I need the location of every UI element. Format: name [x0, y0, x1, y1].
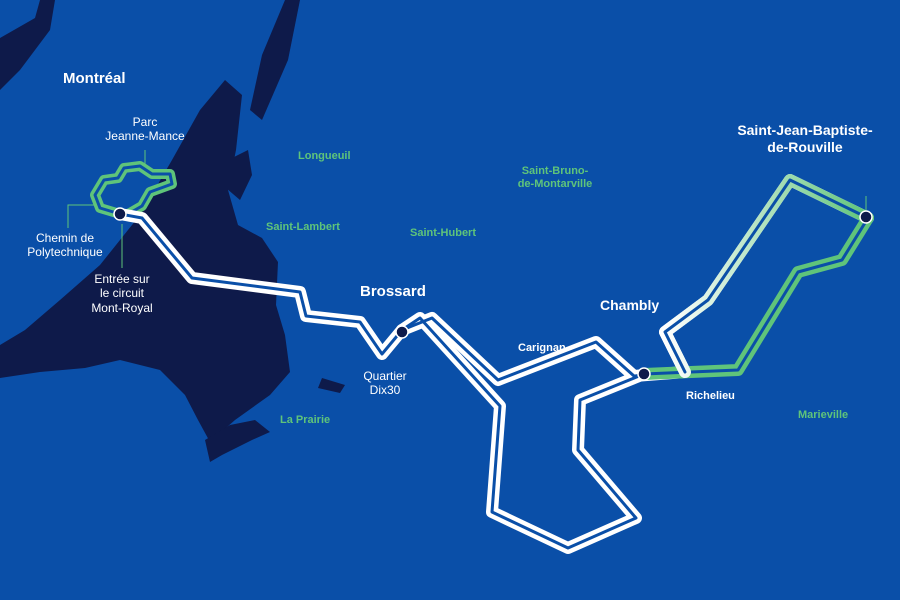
- river-island: [226, 150, 252, 200]
- mont-royal-loop: [90, 161, 177, 219]
- label-parc-jeanne-mance: Parc Jeanne-Mance: [95, 115, 195, 144]
- label-quartier: Quartier: [363, 369, 407, 383]
- label-sjb-line1: Saint-Jean-Baptiste-: [737, 122, 873, 138]
- label-entree-line1: Entrée sur: [94, 272, 150, 286]
- label-saint-lambert: Saint-Lambert: [266, 221, 340, 233]
- label-parc: Parc: [132, 115, 158, 129]
- label-entree-line2: le circuit: [99, 286, 144, 301]
- stops: [113, 207, 873, 381]
- label-la-prairie: La Prairie: [280, 414, 331, 426]
- label-jeanne-mance: Jeanne-Mance: [105, 129, 185, 144]
- river-north: [250, 0, 300, 120]
- label-montreal: Montréal: [63, 70, 126, 87]
- stop-polytechnique: [113, 207, 127, 221]
- label-chemin-line1: Chemin de: [35, 231, 95, 245]
- label-marieville: Marieville: [798, 409, 849, 421]
- label-chambly: Chambly: [600, 297, 660, 313]
- label-carignan: Carignan: [518, 342, 566, 354]
- label-chemin-polytechnique: Chemin de Polytechnique: [5, 231, 125, 260]
- label-sjb-line2: de-Rouville: [767, 138, 843, 155]
- river-upper-left: [0, 0, 55, 90]
- label-saint-hubert: Saint-Hubert: [410, 227, 476, 239]
- label-saint-bruno: Saint-Bruno- de-Montarville: [500, 165, 610, 191]
- label-longueuil: Longueuil: [298, 150, 351, 162]
- shoreline-bit: [318, 378, 345, 393]
- label-dix30: Dix30: [369, 383, 401, 398]
- label-entree-mont-royal: Entrée sur le circuit Mont-Royal: [72, 272, 172, 315]
- green-route: [638, 174, 874, 380]
- label-saint-jean-baptiste: Saint-Jean-Baptiste- de-Rouville: [710, 122, 900, 156]
- river-main: [0, 80, 290, 442]
- water-bodies: [0, 0, 345, 462]
- label-entree-line3: Mont-Royal: [91, 300, 153, 315]
- label-chemin-line2: Polytechnique: [27, 245, 103, 260]
- stop-saint-jean: [859, 210, 873, 224]
- label-richelieu: Richelieu: [686, 390, 735, 402]
- label-saint-bruno-line1: Saint-Bruno-: [521, 165, 589, 177]
- label-saint-bruno-line2: de-Montarville: [517, 178, 593, 191]
- label-quartier-dix30: Quartier Dix30: [350, 369, 420, 398]
- stop-dix30: [395, 325, 409, 339]
- river-south-channel: [205, 420, 270, 462]
- label-brossard: Brossard: [360, 283, 426, 300]
- leader-lines: [67, 150, 867, 268]
- stop-chambly: [637, 367, 651, 381]
